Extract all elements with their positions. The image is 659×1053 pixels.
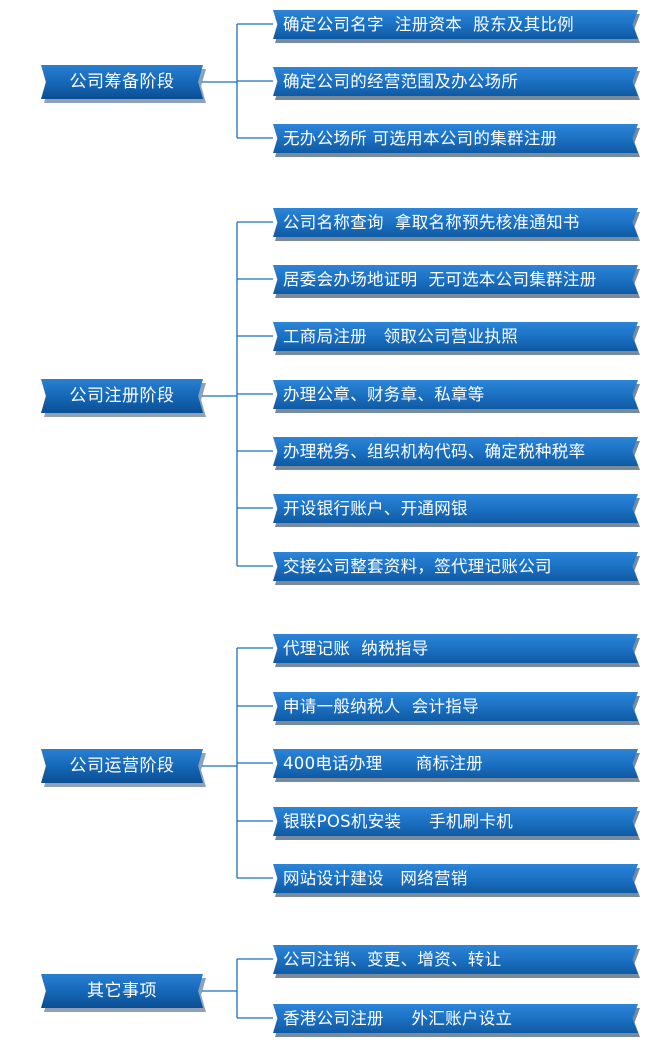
stage-banner-operation: 公司运营阶段	[41, 749, 203, 783]
stage-banner-registration: 公司注册阶段	[41, 379, 203, 413]
step-item: 申请一般纳税人 会计指导	[273, 692, 638, 721]
stage-banner-prep: 公司筹备阶段	[41, 65, 203, 99]
step-item: 确定公司名字 注册资本 股东及其比例	[273, 10, 638, 39]
step-item: 办理税务、组织机构代码、确定税种税率	[273, 437, 638, 466]
step-item: 网站设计建设 网络营销	[273, 864, 638, 893]
step-item: 香港公司注册 外汇账户设立	[273, 1004, 638, 1033]
step-item: 交接公司整套资料，签代理记账公司	[273, 552, 638, 581]
step-item: 确定公司的经营范围及办公场所	[273, 67, 638, 96]
step-item: 工商局注册 领取公司营业执照	[273, 322, 638, 351]
step-item: 居委会办场地证明 无可选本公司集群注册	[273, 265, 638, 294]
step-item: 无办公场所 可选用本公司的集群注册	[273, 124, 638, 153]
step-item: 400电话办理 商标注册	[273, 749, 638, 778]
step-item: 银联POS机安装 手机刷卡机	[273, 807, 638, 836]
step-item: 公司名称查询 拿取名称预先核准通知书	[273, 208, 638, 237]
step-item: 公司注销、变更、增资、转让	[273, 945, 638, 974]
stage-banner-other: 其它事项	[41, 974, 203, 1008]
step-item: 开设银行账户、开通网银	[273, 494, 638, 523]
step-item: 代理记账 纳税指导	[273, 634, 638, 663]
step-item: 办理公章、财务章、私章等	[273, 380, 638, 409]
